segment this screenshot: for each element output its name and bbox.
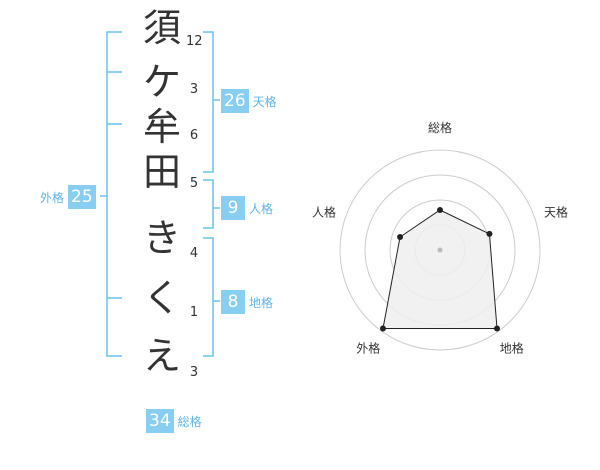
stroke-count-6: 1 [189,305,199,320]
name-char-5: き [142,216,181,260]
radar-polygon [382,209,498,329]
tenkaku-value: 26 [221,89,249,113]
radar-center-dot [437,247,443,253]
radar-grid-ring-4 [339,149,541,351]
soukaku-badge: 34 総格 [146,409,202,433]
chikaku-label: 地格 [249,295,274,310]
tenkaku-label: 天格 [252,94,277,109]
radar-point-3 [494,325,501,332]
gaikaku-label: 外格 [40,190,65,205]
soukaku-value: 34 [146,409,174,433]
jinkaku-bracket [203,179,214,229]
gaikaku-bracket [106,31,122,357]
name-char-3: 牟 [142,105,181,149]
radar-axis-label-4: 外格 [356,341,380,356]
radar-axis-label-5: 人格 [312,204,336,219]
soukaku-label: 総格 [177,414,202,429]
stroke-count-3: 6 [189,128,199,143]
chikaku-badge: 8 地格 [221,290,273,314]
tenkaku-badge: 26 天格 [221,89,277,113]
radar-axis-label-1: 総格 [428,120,452,135]
radar-point-4 [379,325,386,332]
chikaku-bracket [203,237,214,357]
name-char-6: く [142,276,181,320]
name-char-7: え [142,334,181,378]
chikaku-value: 8 [221,290,245,314]
radar-points [379,207,501,332]
jinkaku-value: 9 [221,196,245,220]
stroke-count-5: 4 [189,246,199,261]
radar-point-5 [397,234,404,241]
stroke-count-1: 12 [186,34,203,49]
name-char-1: 須 [142,6,181,50]
stroke-count-7: 3 [189,365,199,380]
tenkaku-bracket [203,31,214,173]
gaikaku-badge: 25 外格 [40,185,96,209]
radar-point-1 [437,207,443,213]
jinkaku-badge: 9 人格 [221,196,273,220]
radar-axis-label-3: 地格 [500,341,524,356]
stroke-count-4: 5 [189,176,199,191]
name-char-4: 田 [142,150,181,194]
radar-point-2 [486,230,493,237]
radar-axis-label-2: 天格 [544,204,568,219]
gaikaku-value: 25 [68,185,96,209]
jinkaku-label: 人格 [249,201,274,216]
name-char-2: ケ [142,60,181,104]
stroke-count-2: 3 [189,82,199,97]
